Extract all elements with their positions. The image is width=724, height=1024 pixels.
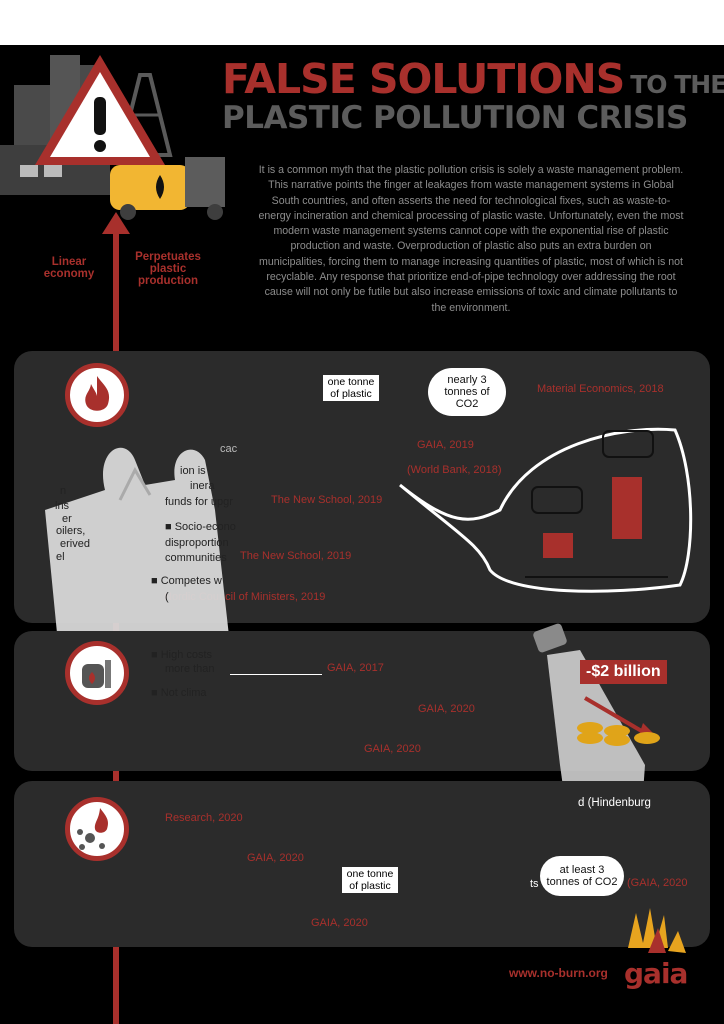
panel3-cite-3: (GAIA, 2020 bbox=[627, 877, 688, 889]
panel1-fragment-2: inera bbox=[190, 480, 215, 492]
panel1-fragment-4: ■ Socio-econo bbox=[165, 521, 236, 533]
panel1-fragment-7: ■ Competes w bbox=[151, 575, 222, 587]
panel1-cite-4: The New School, 2019 bbox=[240, 550, 352, 562]
page-subtitle: PLASTIC POLLUTION CRISIS bbox=[222, 100, 688, 136]
panel1-fragment-13: erived bbox=[60, 538, 90, 550]
panel3-co2-cloud: at least 3 tonnes of CO2 bbox=[540, 856, 624, 896]
panel2-fragment-0: ■ High costs bbox=[151, 649, 213, 661]
molecule-fire-icon bbox=[77, 808, 109, 850]
panel1-fragment-6: communities bbox=[165, 552, 227, 564]
panel2-fragment-2: ■ Not clima bbox=[151, 687, 207, 699]
panel3-cite-0: Research, 2020 bbox=[165, 812, 243, 824]
panel2-cite-2: GAIA, 2020 bbox=[364, 743, 421, 755]
panel3-tonne-label: one tonne of plastic bbox=[342, 867, 398, 893]
panel3-fragment-0: d (Hindenburg bbox=[578, 797, 651, 809]
panel1-fragment-1: ion is bbox=[180, 465, 206, 477]
factory-illustration bbox=[0, 55, 225, 220]
panel2-rule bbox=[230, 674, 322, 675]
label-linear-economy: Linear economy bbox=[43, 256, 95, 280]
panel1-icon-circle bbox=[65, 363, 129, 427]
panel1-fragment-0: cac bbox=[220, 443, 238, 455]
panel2-money-badge: -$2 billion bbox=[580, 660, 667, 684]
coins-icon bbox=[577, 696, 660, 746]
panel1-co2-cloud: nearly 3 tonnes of CO2 bbox=[428, 368, 506, 416]
panel3-icon-circle bbox=[65, 797, 129, 861]
panel1-fragment-3: funds for upgr bbox=[165, 496, 233, 508]
panel2-cite-0: GAIA, 2017 bbox=[327, 662, 384, 674]
panel1-fragment-5: disproportion bbox=[165, 537, 229, 549]
panel3-fragment-1: ts bbox=[530, 878, 539, 890]
panel1-fragment-11: er bbox=[62, 513, 72, 525]
gaia-logo-text: gaia bbox=[624, 957, 688, 990]
emissions-bubble-chart bbox=[399, 427, 693, 593]
panel3-cite-2: GAIA, 2020 bbox=[311, 917, 368, 929]
panel1-cite-2: (World Bank, 2018) bbox=[407, 464, 502, 476]
label-perpetuates-production: Perpetuates plastic production bbox=[135, 251, 201, 287]
footer-website[interactable]: www.no-burn.org bbox=[509, 966, 608, 980]
fire-icon bbox=[85, 376, 110, 411]
panel3-cite-1: GAIA, 2020 bbox=[247, 852, 304, 864]
panel1-fragment-9: n bbox=[60, 485, 67, 497]
panel2-icon-circle bbox=[65, 641, 129, 705]
panel1-cite-1: GAIA, 2019 bbox=[417, 439, 474, 451]
intro-paragraph: It is a common myth that the plastic pol… bbox=[258, 164, 684, 314]
panel1-tonne-label: one tonne of plastic bbox=[323, 375, 379, 401]
panel1-cite-3: The New School, 2019 bbox=[271, 494, 383, 506]
panel1-fragment-10: lns bbox=[55, 500, 70, 512]
panel1-cite-0: Material Economics, 2018 bbox=[537, 383, 664, 395]
incinerator-icon bbox=[82, 660, 111, 688]
arrow-up-icon bbox=[102, 212, 130, 234]
panel2-fragment-1: more than bbox=[165, 663, 215, 675]
gaia-hands-logo-icon bbox=[628, 908, 686, 953]
panel1-fragment-8: ( bbox=[165, 591, 169, 603]
panel1-fragment-12: oilers, bbox=[56, 525, 86, 537]
panel1-fragment-14: el bbox=[56, 551, 65, 563]
panel2-cite-1: GAIA, 2020 bbox=[418, 703, 475, 715]
